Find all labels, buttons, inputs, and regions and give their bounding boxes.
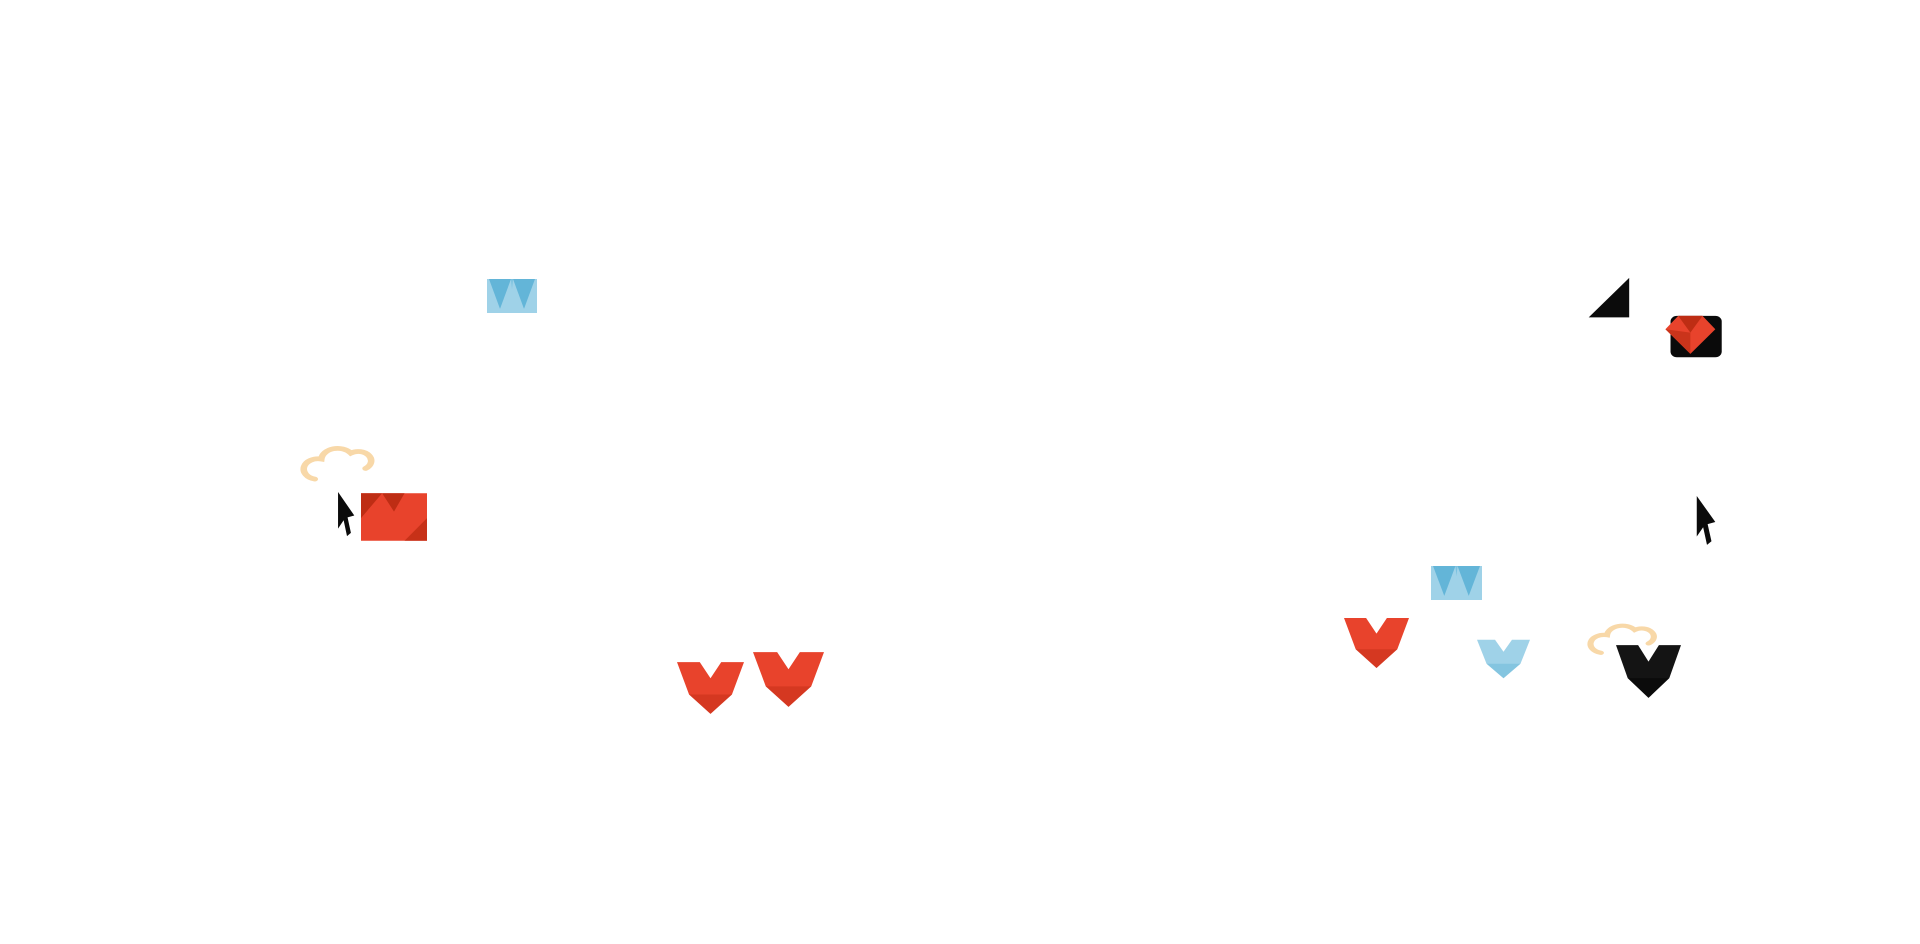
red-gem-sprite[interactable] <box>361 490 427 544</box>
blue-gem-top-sprite[interactable] <box>487 279 537 313</box>
red-gem-bottom-sprite[interactable] <box>753 651 824 708</box>
gem-top-icon <box>487 279 537 313</box>
cloud-outline-sprite[interactable] <box>300 426 382 485</box>
blue-gem-top-sprite[interactable] <box>1431 566 1482 600</box>
gem-bottom-icon <box>1616 645 1681 698</box>
gem-bottom-icon <box>677 662 744 714</box>
gem-bottom-icon <box>1477 639 1530 679</box>
red-gem-bottom-sprite[interactable] <box>677 661 744 715</box>
cursor-icon <box>338 492 355 537</box>
black-triangle-sprite <box>1586 277 1631 319</box>
black-cursor-sprite <box>333 492 361 539</box>
red-gem-icon <box>361 493 427 541</box>
cloud-icon <box>1587 623 1657 655</box>
gem-top-icon <box>1431 566 1482 600</box>
cloud-outline-sprite[interactable] <box>1587 606 1664 658</box>
red-gem-bottom-sprite[interactable] <box>1344 617 1409 669</box>
triangle-icon <box>1588 277 1630 318</box>
ruby-gem-icon <box>1665 315 1722 358</box>
cloud-icon <box>300 446 375 482</box>
gem-bottom-icon <box>1344 618 1409 668</box>
cursor-icon <box>1696 496 1716 545</box>
black-cursor-sprite <box>1691 496 1723 548</box>
ruby-gem-badge-sprite[interactable] <box>1659 308 1723 364</box>
gem-bottom-icon <box>753 652 824 707</box>
blue-gem-bottom-sprite[interactable] <box>1477 639 1530 679</box>
black-gem-bottom-sprite[interactable] <box>1616 644 1681 699</box>
